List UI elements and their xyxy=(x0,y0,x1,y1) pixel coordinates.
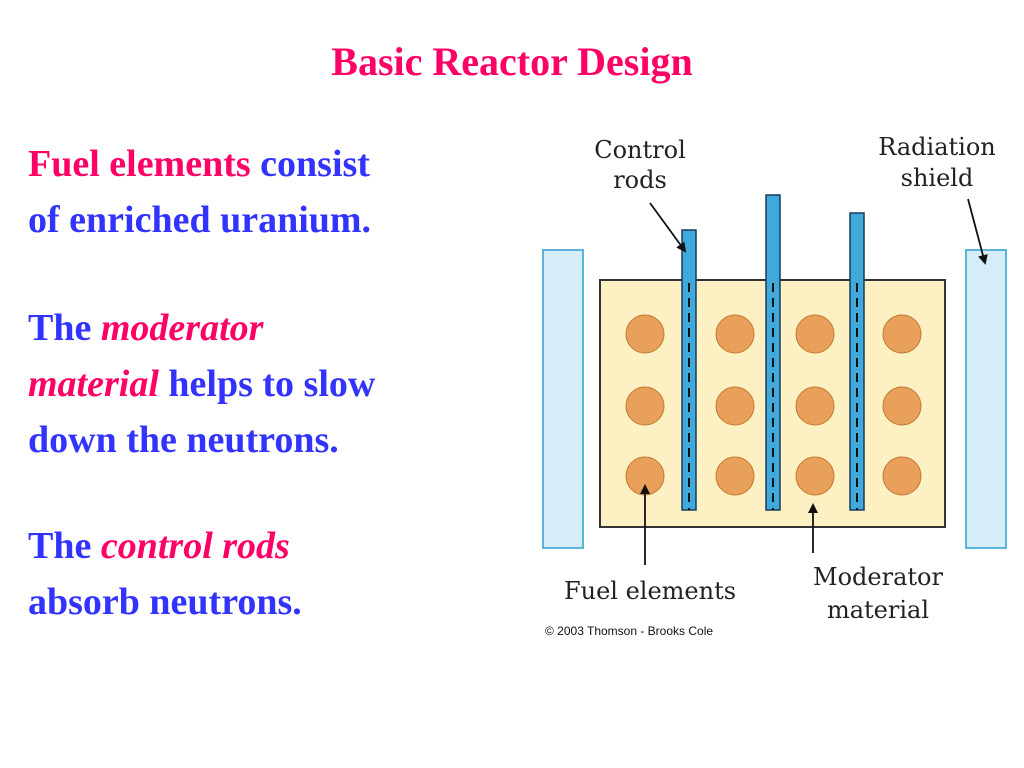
fuel-element xyxy=(882,386,922,426)
fuel-element xyxy=(625,386,665,426)
slide-title: Basic Reactor Design xyxy=(331,39,693,84)
label-moderator-line1: Moderator xyxy=(813,563,943,591)
arrow-control-rods xyxy=(649,202,687,253)
fuel-element xyxy=(625,314,665,354)
fuel-element xyxy=(795,456,835,496)
control-rods-group xyxy=(681,194,865,511)
moderator-term-line1: moderator xyxy=(100,307,264,349)
fuel-element xyxy=(795,314,835,354)
control-rod xyxy=(765,194,781,511)
moderator-paragraph: The moderator material helps to slow dow… xyxy=(28,300,468,468)
arrow-radiation-shield xyxy=(967,198,988,265)
fuel-element xyxy=(715,314,755,354)
fuel-element xyxy=(882,456,922,496)
label-radiation-shield-line1: Radiation xyxy=(878,133,996,161)
para3-line2: absorb neutrons. xyxy=(28,581,302,623)
para2-lead: The xyxy=(28,307,101,349)
fuel-element xyxy=(882,314,922,354)
fuel-elements-grid xyxy=(625,314,922,496)
para3-lead: The xyxy=(28,525,101,567)
para2-line3: down the neutrons. xyxy=(28,419,339,461)
label-moderator-line2: material xyxy=(827,596,929,624)
label-radiation-shield-line2: shield xyxy=(901,164,974,192)
para2-line2-rest: helps to slow xyxy=(158,363,376,405)
label-fuel-elements: Fuel elements xyxy=(564,577,736,605)
reactor-diagram: Control rods Radiation shield Fuel eleme… xyxy=(542,133,1007,638)
fuel-element xyxy=(715,456,755,496)
radiation-shield-left xyxy=(542,249,584,549)
control-rods-paragraph: The control rods absorb neutrons. xyxy=(28,518,468,630)
radiation-shield-right xyxy=(965,249,1007,549)
moderator-term-line2: material xyxy=(28,363,159,405)
fuel-elements-term: Fuel elements xyxy=(28,143,251,185)
para1-line2: of enriched uranium. xyxy=(28,199,372,241)
fuel-element xyxy=(795,386,835,426)
copyright-credit: © 2003 Thomson - Brooks Cole xyxy=(545,624,713,638)
para1-line1-rest: consist xyxy=(250,143,370,185)
label-control-rods-line2: rods xyxy=(613,166,667,194)
control-rods-term: control rods xyxy=(100,525,290,567)
label-control-rods-line1: Control xyxy=(594,136,686,164)
fuel-element xyxy=(715,386,755,426)
fuel-elements-paragraph: Fuel elements consist of enriched uraniu… xyxy=(28,136,468,248)
